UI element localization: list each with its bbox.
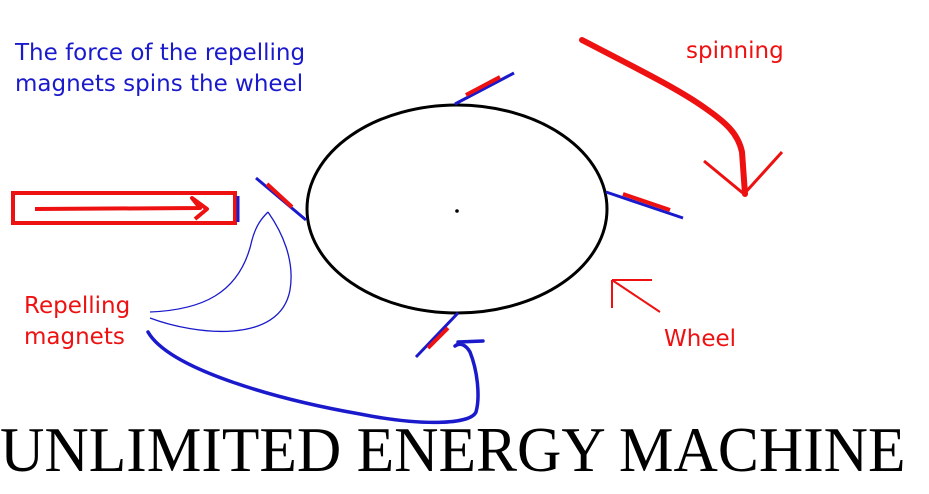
wheel-label: Wheel — [664, 326, 737, 352]
repelling-magnets-label: Repelling magnets — [24, 293, 131, 350]
spinning-label: spinning — [686, 38, 784, 64]
page-title: UNLIMITED ENERGY MACHINE — [0, 414, 906, 485]
wheel-pointer-arrow — [611, 279, 661, 313]
pointer-arrow-to-bottom-magnet — [146, 330, 485, 425]
magnet-bar — [11, 191, 240, 225]
caption-label: The force of the repelling magnets spins… — [15, 40, 306, 97]
magnet-bottom — [414, 311, 460, 359]
spinning-arrow — [579, 37, 784, 197]
magnet-top — [454, 71, 515, 106]
magnet-left — [255, 176, 307, 222]
pointer-arrow-to-left-magnet — [149, 211, 292, 333]
wheel-ellipse — [305, 103, 609, 315]
wheel-center-dot — [455, 209, 459, 213]
magnet-right — [605, 190, 684, 220]
